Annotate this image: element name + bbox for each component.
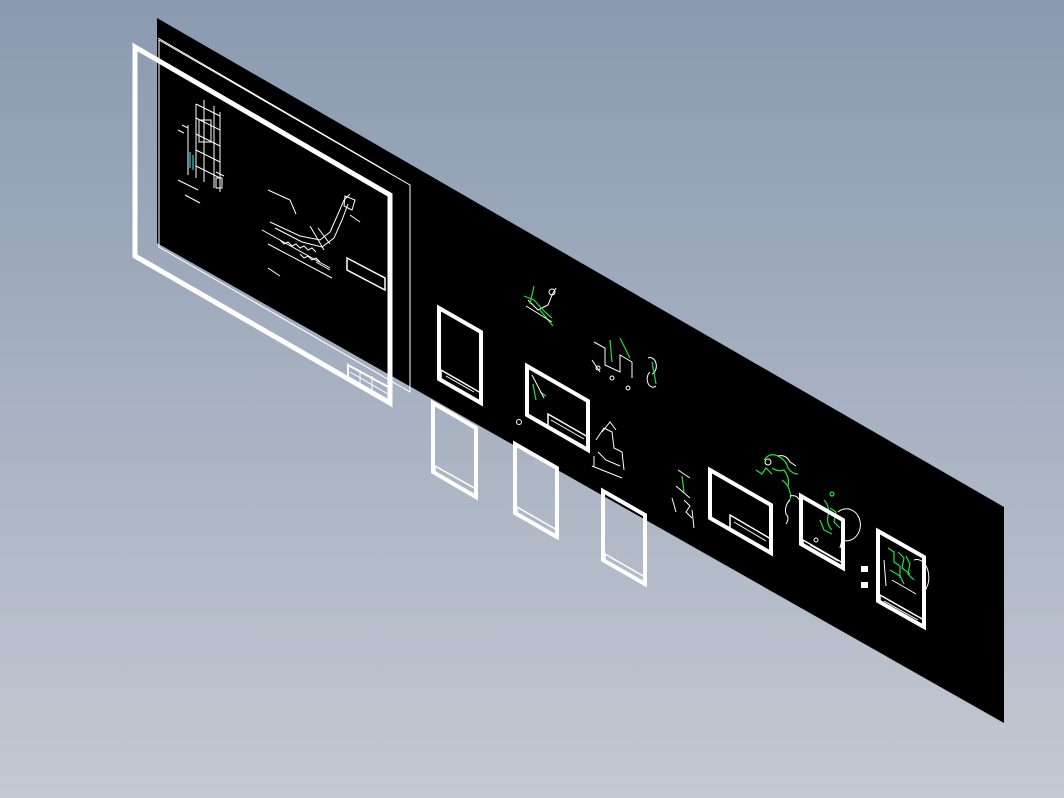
sheet-portrait-2[interactable] — [431, 399, 478, 501]
model-space-plane[interactable] — [157, 18, 1004, 723]
sheet-portrait-1[interactable] — [437, 304, 483, 407]
seat-side-view — [261, 189, 361, 279]
sheet-landscape-3[interactable] — [708, 466, 773, 557]
small-square-markers — [861, 566, 868, 588]
sheet-portrait-4[interactable] — [601, 487, 647, 588]
seat-back-sketch — [591, 421, 625, 479]
sheet-portrait-5[interactable] — [799, 492, 845, 572]
sheet-portrait-6[interactable] — [876, 527, 930, 631]
small-part-sketch — [671, 469, 695, 529]
sheet-main-assembly[interactable] — [132, 37, 411, 408]
sheet-landscape-2[interactable] — [516, 362, 590, 454]
seat-sketch-green — [523, 285, 557, 327]
sheet-portrait-3[interactable] — [513, 440, 559, 541]
green-assembly-cluster — [755, 454, 861, 549]
seat-frame-front-view — [177, 100, 225, 204]
bracket-part-drawing — [591, 337, 657, 391]
